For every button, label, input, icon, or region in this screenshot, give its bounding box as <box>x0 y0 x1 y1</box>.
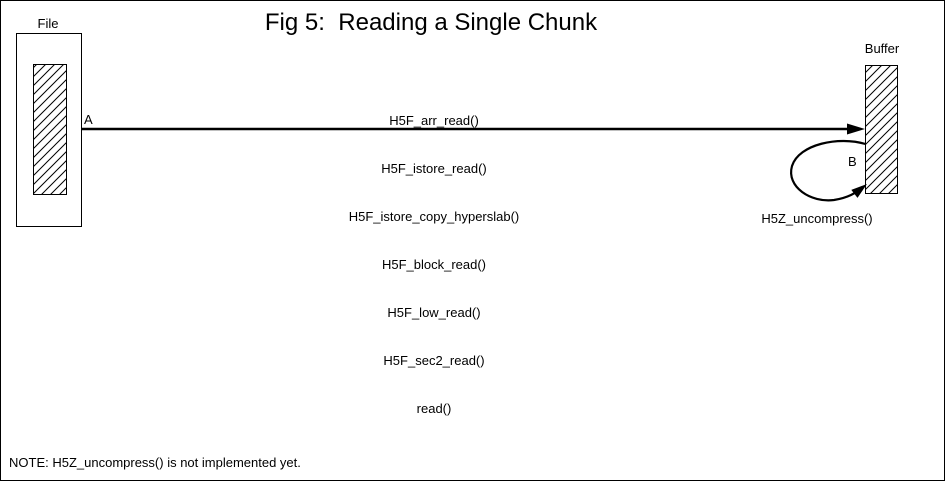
call-stack-line: H5F_istore_read() <box>381 161 487 176</box>
uncompress-function-label: H5Z_uncompress() <box>761 211 873 226</box>
file-label: File <box>37 16 59 31</box>
call-stack-line: H5F_arr_read() <box>389 113 479 128</box>
call-stack-line: H5F_sec2_read() <box>383 353 485 368</box>
figure-title: Fig 5: Reading a Single Chunk <box>264 9 598 36</box>
read-call-stack: H5F_arr_read() H5F_istore_read() H5F_ist… <box>349 81 520 449</box>
call-stack-line: H5F_block_read() <box>381 257 487 272</box>
uncompress-loop-arrow <box>790 139 867 202</box>
file-box <box>16 33 82 227</box>
buffer-hatched-rect <box>865 65 898 194</box>
point-b-label: B <box>848 154 857 169</box>
read-arrow <box>82 123 865 135</box>
footnote: NOTE: H5Z_uncompress() is not implemente… <box>9 455 301 470</box>
call-stack-line: read() <box>416 401 452 416</box>
buffer-label: Buffer <box>864 41 900 56</box>
point-a-label: A <box>84 112 93 127</box>
file-chunk-hatched-rect <box>33 64 67 195</box>
call-stack-line: H5F_istore_copy_hyperslab() <box>348 209 520 224</box>
call-stack-line: H5F_low_read() <box>387 305 481 320</box>
